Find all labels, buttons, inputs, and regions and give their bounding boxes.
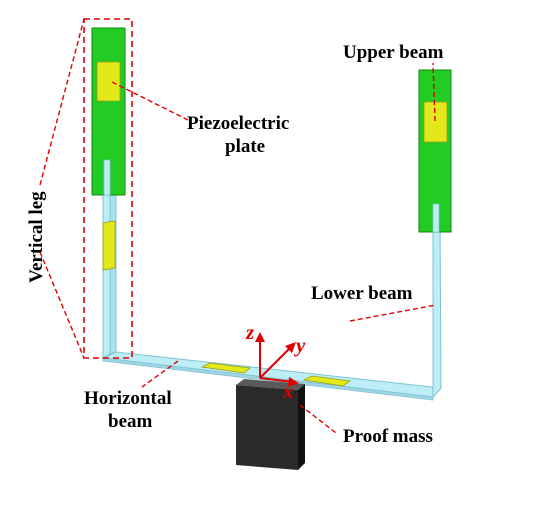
right-beam-slot [432,203,440,233]
horizontal-beam-label-line2: beam [108,411,153,432]
horizontal-piezo-right [302,375,352,387]
right-lower-beam [432,217,442,399]
piezo-leader [111,81,189,121]
y-axis-label: y [293,333,306,357]
lower-beam-leader [349,304,437,322]
left-lower-piezo-plate [102,220,116,271]
horizontal-piezo-left [200,362,251,374]
vertical-leg-leader-bottom [39,251,85,359]
proof-mass-side [298,384,305,470]
right-upper-piezo-plate [423,101,448,143]
upper-beam-label: Upper beam [343,42,444,63]
vertical-leg-label: Vertical leg [26,191,47,283]
coordinate-axes: z y x [245,320,306,403]
proof-mass-leader [299,404,337,434]
proof-mass-front [236,385,298,470]
x-axis-label: x [282,379,294,403]
y-axis [259,347,291,379]
proof-mass-label: Proof mass [343,426,433,447]
x-axis [259,377,294,383]
left-upper-piezo-plate [96,61,121,102]
lower-beam-label: Lower beam [311,283,413,304]
y-axis-arrowhead [285,342,296,353]
x-axis-arrowhead [288,377,299,387]
upper-beam-leader [432,62,436,122]
vertical-leg-leader-top [39,18,85,186]
piezo-label-line2: plate [225,136,265,157]
left-beam-slot [103,159,111,196]
z-axis-arrowhead [255,332,265,342]
horizontal-beam-label-line1: Horizontal [84,388,172,409]
z-axis-label: z [245,320,255,344]
proof-mass-top [236,379,305,390]
piezo-label-line1: Piezoelectric [187,113,289,134]
vertical-leg-highlight-box [83,18,133,359]
